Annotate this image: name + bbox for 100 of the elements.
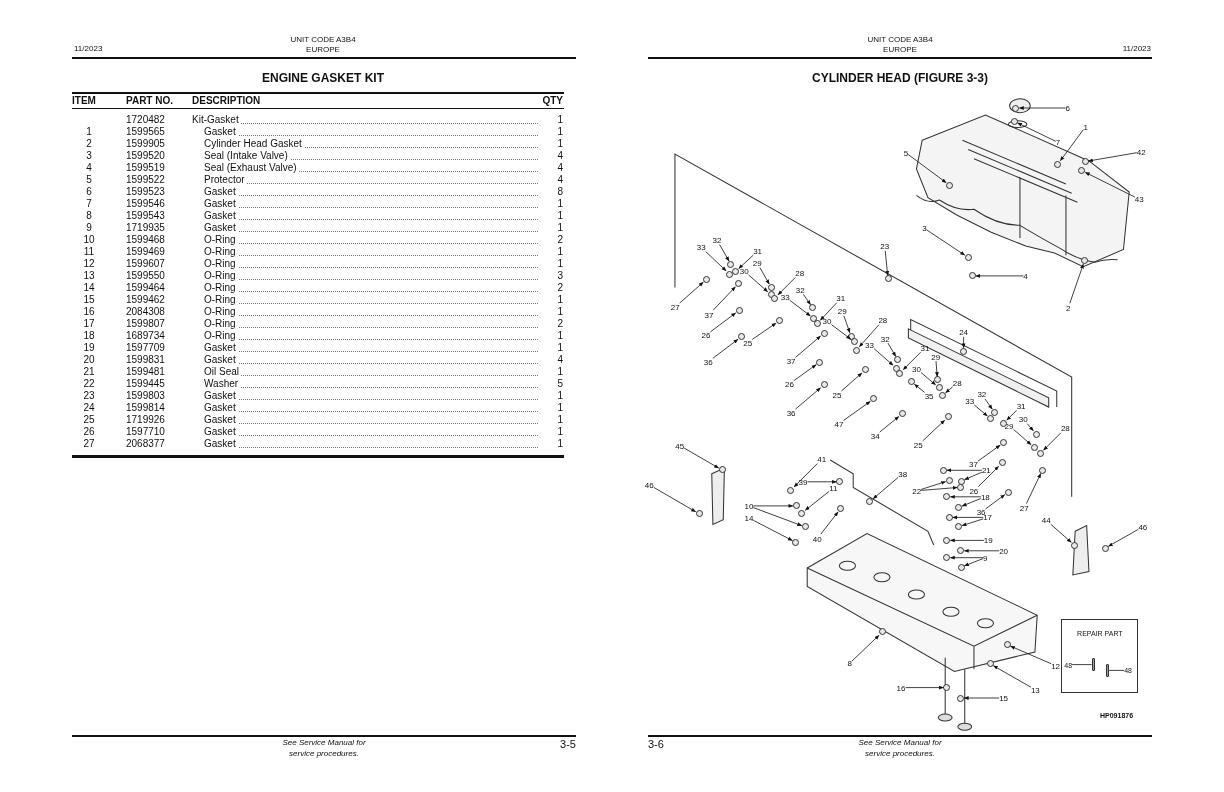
quantity: 1 xyxy=(557,342,563,354)
callout-number: 32 xyxy=(880,334,890,343)
part-number: 1689734 xyxy=(126,330,165,342)
callout-number: 6 xyxy=(1065,103,1070,113)
callout-number: 25 xyxy=(832,390,842,400)
item-number: 22 xyxy=(82,378,96,390)
callout-number: 37 xyxy=(969,459,978,469)
part-number: 1599565 xyxy=(126,126,165,138)
callout-number: 38 xyxy=(898,469,908,479)
callout-number: 28 xyxy=(795,268,805,278)
quantity: 1 xyxy=(557,198,563,210)
item-number: 5 xyxy=(85,174,93,186)
quantity: 5 xyxy=(557,378,563,390)
callout-number: 30 xyxy=(822,316,832,326)
part-description: O-Ring xyxy=(204,282,238,294)
quantity: 1 xyxy=(557,222,563,234)
callout-number: 21 xyxy=(981,465,991,475)
quantity: 8 xyxy=(557,186,563,198)
part-icon xyxy=(1036,450,1044,458)
callout-number: 47 xyxy=(834,419,844,429)
quantity: 1 xyxy=(557,414,563,426)
part-description: O-Ring xyxy=(204,246,238,258)
part-description: O-Ring xyxy=(204,258,238,270)
part-description: Gasket xyxy=(204,222,238,234)
part-icon xyxy=(946,181,954,189)
callout-number: 30 xyxy=(739,266,749,276)
part-number: 1599905 xyxy=(126,138,165,150)
quantity: 1 xyxy=(557,258,563,270)
item-number: 6 xyxy=(85,186,93,198)
part-icon xyxy=(737,333,745,341)
callout-number: 11 xyxy=(829,483,838,493)
item-number: 9 xyxy=(85,222,93,234)
callout-number: 29 xyxy=(752,258,762,268)
part-icon xyxy=(1078,167,1086,175)
part-description: Seal (Intake Valve) xyxy=(204,150,290,162)
part-icon xyxy=(999,420,1007,428)
part-icon xyxy=(801,523,809,531)
part-icon xyxy=(798,509,806,517)
callout-number: 31 xyxy=(753,246,763,256)
part-number: 1599523 xyxy=(126,186,165,198)
callout-number: 27 xyxy=(670,302,680,312)
part-description: Seal (Exhaust Valve) xyxy=(204,162,299,174)
pin-icon xyxy=(1106,663,1110,677)
part-icon xyxy=(955,523,963,531)
part-number: 1599445 xyxy=(126,378,165,390)
callout-number: 28 xyxy=(952,378,962,388)
part-description: Gasket xyxy=(204,414,238,426)
item-number: 26 xyxy=(82,426,96,438)
part-icon xyxy=(1101,544,1109,552)
callout-number: 3 xyxy=(922,223,927,233)
callout-number: 25 xyxy=(913,440,923,450)
part-icon xyxy=(986,660,994,668)
quantity: 1 xyxy=(557,210,563,222)
part-description: O-Ring xyxy=(204,318,238,330)
part-description: O-Ring xyxy=(204,270,238,282)
page-number: 3-5 xyxy=(560,738,576,750)
figure-title: CYLINDER HEAD (FIGURE 3-3) xyxy=(811,71,989,85)
column-header: PART NO. xyxy=(126,95,174,107)
callout-number: 41 xyxy=(817,454,827,464)
quantity: 2 xyxy=(557,234,563,246)
callout-number: 19 xyxy=(983,535,993,545)
item-number: 17 xyxy=(82,318,96,330)
part-icon xyxy=(957,483,965,491)
part-number: 1719935 xyxy=(126,222,165,234)
quantity: 1 xyxy=(557,366,563,378)
part-icon xyxy=(940,466,947,474)
part-number: 1599481 xyxy=(126,366,165,378)
callout-number: 12 xyxy=(1051,661,1061,671)
quantity: 4 xyxy=(557,354,563,366)
quantity: 4 xyxy=(557,174,563,186)
page-number: 3-6 xyxy=(648,738,664,750)
item-number: 23 xyxy=(82,390,96,402)
part-icon xyxy=(998,459,1006,467)
pin-icon xyxy=(1091,658,1095,672)
leader-line xyxy=(1108,670,1125,671)
callout-number: 24 xyxy=(959,327,969,337)
part-number: 1599803 xyxy=(126,390,165,402)
part-icon xyxy=(1038,466,1046,474)
part-icon xyxy=(968,272,976,280)
part-icon xyxy=(718,466,726,474)
callout-number: 32 xyxy=(795,285,805,295)
callout-number: 2 xyxy=(1066,303,1071,313)
quantity: 1 xyxy=(557,306,563,318)
item-number: 2 xyxy=(85,138,93,150)
column-header: DESCRIPTION xyxy=(192,95,261,107)
quantity: 1 xyxy=(557,138,563,150)
part-icon xyxy=(964,253,972,261)
repair-part-inset xyxy=(1061,618,1139,694)
part-icon xyxy=(770,294,778,302)
callout-number: 35 xyxy=(924,391,934,401)
callout-number: 4 xyxy=(1023,271,1028,281)
callout-number: 9 xyxy=(983,553,988,563)
part-description: Gasket xyxy=(204,402,238,414)
part-description: Cylinder Head Gasket xyxy=(204,138,304,150)
part-icon xyxy=(943,493,951,501)
callout-number: 37 xyxy=(704,310,714,320)
quantity: 1 xyxy=(557,294,563,306)
part-icon xyxy=(852,346,860,354)
item-number: 12 xyxy=(82,258,96,270)
part-icon xyxy=(987,415,995,423)
